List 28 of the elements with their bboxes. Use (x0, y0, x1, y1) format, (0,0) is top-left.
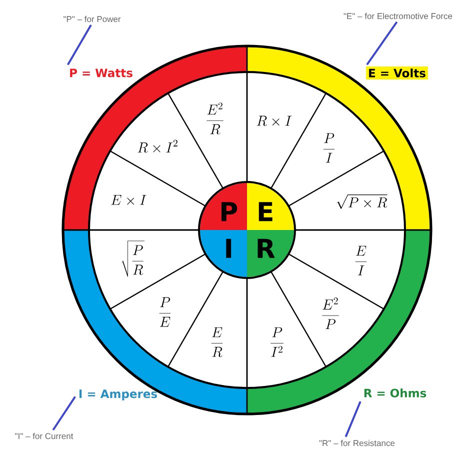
formula: $\frac{E}{R}$ (211, 327, 223, 358)
formula: $R \times I^{2}$ (138, 140, 178, 153)
note-text: "E" – for Electromotive Force (344, 12, 452, 20)
quadrant-sector: E (246, 180, 296, 230)
formula: $E \times I$ (111, 194, 146, 205)
leader-line (66, 24, 92, 66)
formula: $\frac{E^{2}}{R}$ (206, 102, 224, 134)
value-label: E = Volts (366, 66, 428, 80)
formula: $\frac{E^{2}}{P}$ (322, 298, 339, 330)
note-text: "R" – for Resistance (319, 440, 395, 446)
value-label: R = Ohms (364, 388, 426, 398)
quadrant-sector: P (198, 180, 248, 230)
formula: $\frac{E}{I}$ (355, 246, 367, 276)
value-label: I = Amperes (79, 390, 158, 400)
formula: $R \times I$ (256, 116, 292, 126)
leader-line (52, 396, 76, 431)
note-text: "I" – for Current (15, 432, 74, 440)
value-label: P = Watts (70, 68, 132, 78)
formula: $\sqrt{P \times R}$ (336, 194, 388, 209)
formula: $\frac{P}{I}$ (324, 133, 335, 163)
formula: $\frac{P}{I^{2}}$ (270, 327, 284, 357)
leader-line (344, 401, 362, 438)
quadrant-sector: I (198, 230, 248, 279)
leader-line (366, 21, 398, 66)
formula: $\frac{P}{E}$ (159, 297, 171, 327)
quadrant-sector: R (246, 230, 296, 279)
note-text: "P" – for Power (64, 16, 121, 22)
formula: $\sqrt{\frac{P}{R}}$ (122, 240, 145, 277)
